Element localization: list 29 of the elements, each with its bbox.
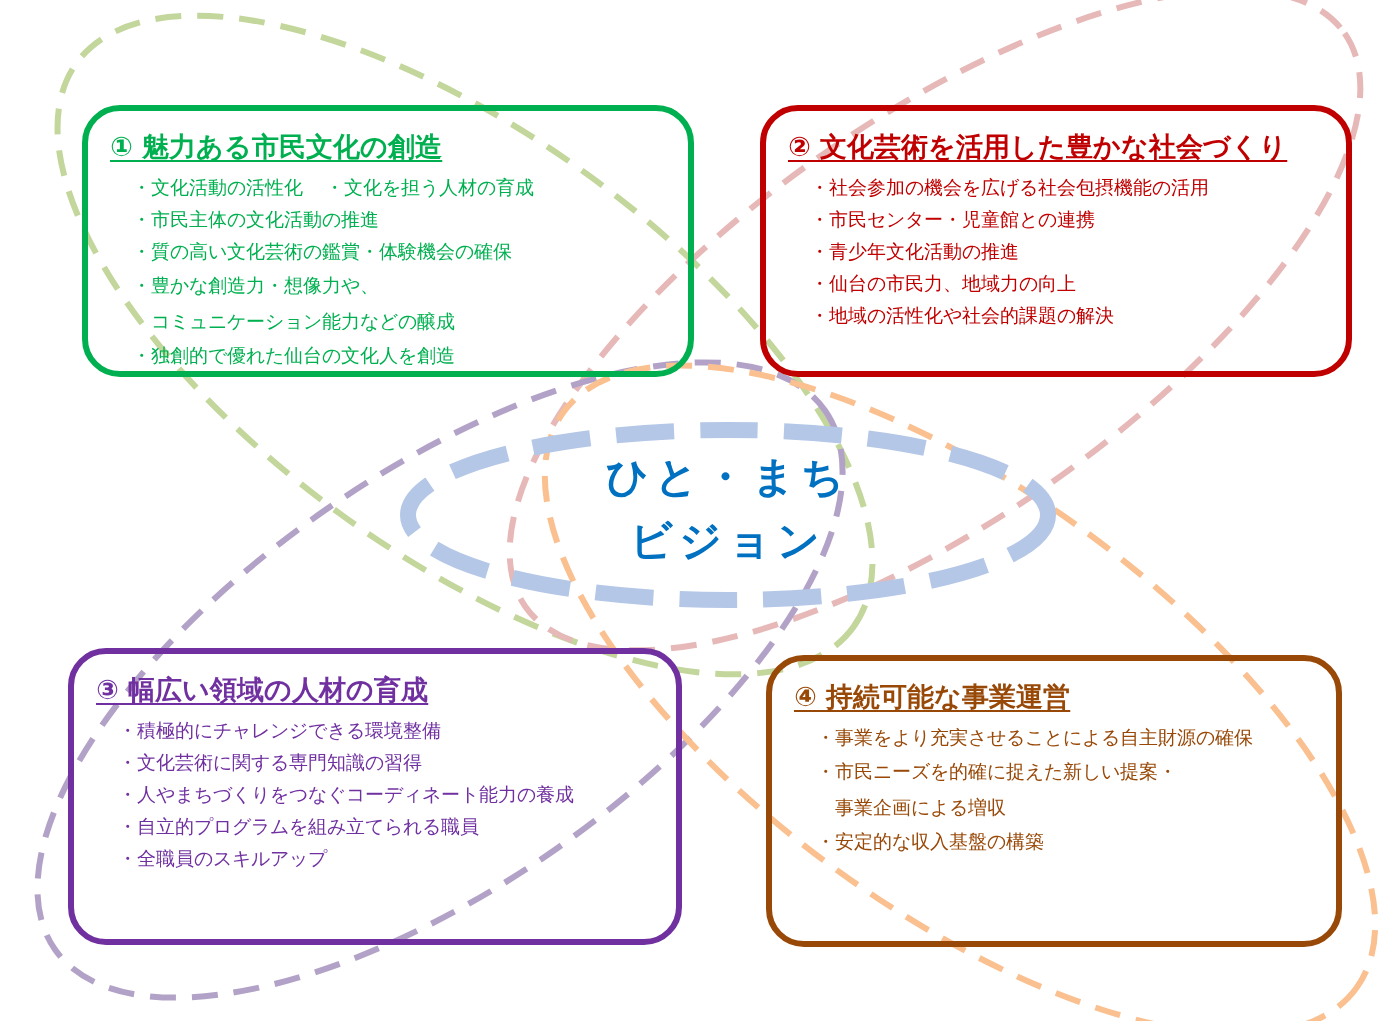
bullet-item: ・仙台の市民力、地域力の向上 [810,271,1077,296]
goal-heading: ④ 持続可能な事業運営 [794,680,1071,714]
bullet-item: ・独創的で優れた仙台の文化人を創造 [132,343,456,368]
bullet-item: ・自立的プログラムを組み立てられる職員 [118,814,480,839]
goal-box [82,105,694,377]
bullet-item: ・市民センター・児童館との連携 [810,207,1096,232]
bullet-item: ・青少年文化活動の推進 [810,239,1020,264]
bullet-item: ・積極的にチャレンジできる環境整備 [118,718,442,743]
bullet-item: ・事業をより充実させることによる自主財源の確保 [816,725,1254,750]
goal-box [760,105,1352,377]
bullet-item: ・文化芸術に関する専門知識の習得 [118,750,423,775]
goal-heading: ③ 幅広い領域の人材の育成 [96,673,429,707]
bullet-item: ・市民ニーズを的確に捉えた新しい提案・事業企画による増収 [816,759,1178,820]
bullet-item: ・人やまちづくりをつなぐコーディネート能力の養成 [118,782,575,807]
bullet-item: ・文化を担う人材の育成 [325,175,534,200]
vision-title: ひと・まち [605,451,851,503]
goal-box [68,648,682,945]
goal-heading: ② 文化芸術を活用した豊かな社会づくり [788,130,1288,164]
bullet-item: ・全職員のスキルアップ [118,846,329,871]
bullet-item: ・市民主体の文化活動の推進 [132,207,380,232]
bullet-item: ・安定的な収入基盤の構築 [816,829,1045,854]
goal-heading: ① 魅力ある市民文化の創造 [110,130,443,164]
bullet-item: ・質の高い文化芸術の鑑賞・体験機会の確保 [132,239,513,264]
bullet-item: ・地域の活性化や社会的課題の解決 [810,303,1115,328]
vision-title: ビジョン [629,515,827,567]
bullet-item: ・豊かな創造力・想像力や、コミュニケーション能力などの醸成 [132,273,456,334]
bullet-item: ・文化活動の活性化 [132,175,303,200]
bullet-item: ・社会参加の機会を広げる社会包摂機能の活用 [810,175,1210,200]
goal-box [766,655,1342,947]
